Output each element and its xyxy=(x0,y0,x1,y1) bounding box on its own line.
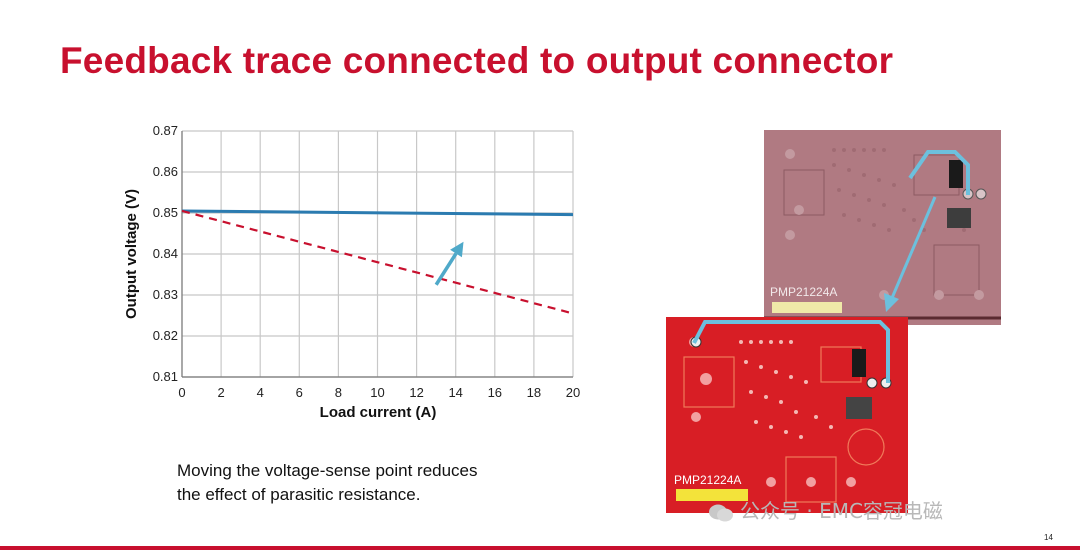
page-number: 14 xyxy=(1044,533,1053,542)
chart-annotations xyxy=(434,241,464,286)
x-tick-label: 4 xyxy=(257,385,264,400)
x-tick-label: 12 xyxy=(409,385,423,400)
x-tick-label: 6 xyxy=(296,385,303,400)
x-tick-label: 20 xyxy=(566,385,580,400)
pcb-via xyxy=(934,290,944,300)
footer-rule xyxy=(0,546,1080,550)
series-line-dashed xyxy=(181,209,574,315)
x-axis-label: Load current (A) xyxy=(320,404,437,421)
y-tick-label: 0.81 xyxy=(153,369,178,384)
pcb-bottom-artwork xyxy=(683,336,892,503)
pcb-via xyxy=(846,477,856,487)
slide-caption: Moving the voltage-sense point reduces t… xyxy=(177,459,478,507)
pcb-top-board-label: PMP21224A xyxy=(770,285,838,299)
chart-axes xyxy=(181,131,573,378)
connecting-arrow-head xyxy=(884,293,899,312)
pcb-via xyxy=(794,205,804,215)
y-tick-label: 0.82 xyxy=(153,328,178,343)
pcb-bottom-layer-image: PMP21224A xyxy=(666,317,908,513)
y-tick-label: 0.85 xyxy=(153,205,178,220)
pcb-via-field xyxy=(832,148,966,232)
x-tick-label: 14 xyxy=(448,385,462,400)
watermark-text: 公众号 · EMC容冠电磁 xyxy=(740,499,943,523)
y-tick-labels: 0.81 0.82 0.83 0.84 0.85 0.86 0.87 xyxy=(153,123,178,384)
pcb-via xyxy=(691,412,701,422)
y-tick-label: 0.86 xyxy=(153,164,178,179)
watermark: 公众号 · EMC容冠电磁 xyxy=(708,495,943,524)
x-tick-label: 2 xyxy=(217,385,224,400)
pcb-pad xyxy=(683,356,735,408)
pcb-via xyxy=(785,149,795,159)
pcb-sense-via xyxy=(866,377,878,389)
pcb-via xyxy=(766,477,776,487)
chart-series xyxy=(181,209,574,315)
y-tick-label: 0.84 xyxy=(153,246,178,261)
pcb-ic xyxy=(947,208,971,228)
feedback-trace-bottom xyxy=(692,320,890,383)
pcb-pad xyxy=(933,244,980,296)
annotation-arrow-shaft xyxy=(434,252,458,286)
x-tick-labels: 0 2 4 6 8 10 12 14 16 18 20 xyxy=(178,385,580,400)
x-tick-label: 0 xyxy=(178,385,185,400)
pcb-bottom-label-bar xyxy=(676,489,748,501)
x-tick-label: 10 xyxy=(370,385,384,400)
feedback-trace-top xyxy=(908,150,970,195)
pcb-inductor xyxy=(852,349,866,377)
y-tick-label: 0.83 xyxy=(153,287,178,302)
pcb-via xyxy=(785,230,795,240)
pcb-sense-via xyxy=(975,188,987,200)
caption-line-1: Moving the voltage-sense point reduces xyxy=(177,461,478,480)
x-tick-label: 18 xyxy=(527,385,541,400)
pcb-bottom-board-label: PMP21224A xyxy=(674,473,742,487)
pcb-via xyxy=(806,477,816,487)
series-line-solid xyxy=(181,209,574,217)
caption-line-2: the effect of parasitic resistance. xyxy=(177,485,421,504)
wechat-icon xyxy=(708,503,734,523)
y-tick-label: 0.87 xyxy=(153,123,178,138)
y-axis-label: Output voltage (V) xyxy=(123,189,140,319)
pcb-inductor xyxy=(949,160,963,188)
pcb-pad xyxy=(785,456,837,503)
pcb-via-field xyxy=(739,340,833,439)
pcb-pad xyxy=(847,428,885,466)
slide-title: Feedback trace connected to output conne… xyxy=(60,40,894,81)
pcb-ic xyxy=(846,397,872,419)
pcb-top-label-bar xyxy=(772,302,842,313)
pcb-pad xyxy=(783,169,825,216)
pcb-via xyxy=(700,373,712,385)
annotation-arrow-head xyxy=(450,241,464,258)
pcb-via xyxy=(974,290,984,300)
x-tick-label: 8 xyxy=(335,385,342,400)
connecting-arrow-shaft xyxy=(890,196,937,299)
x-tick-label: 16 xyxy=(488,385,502,400)
